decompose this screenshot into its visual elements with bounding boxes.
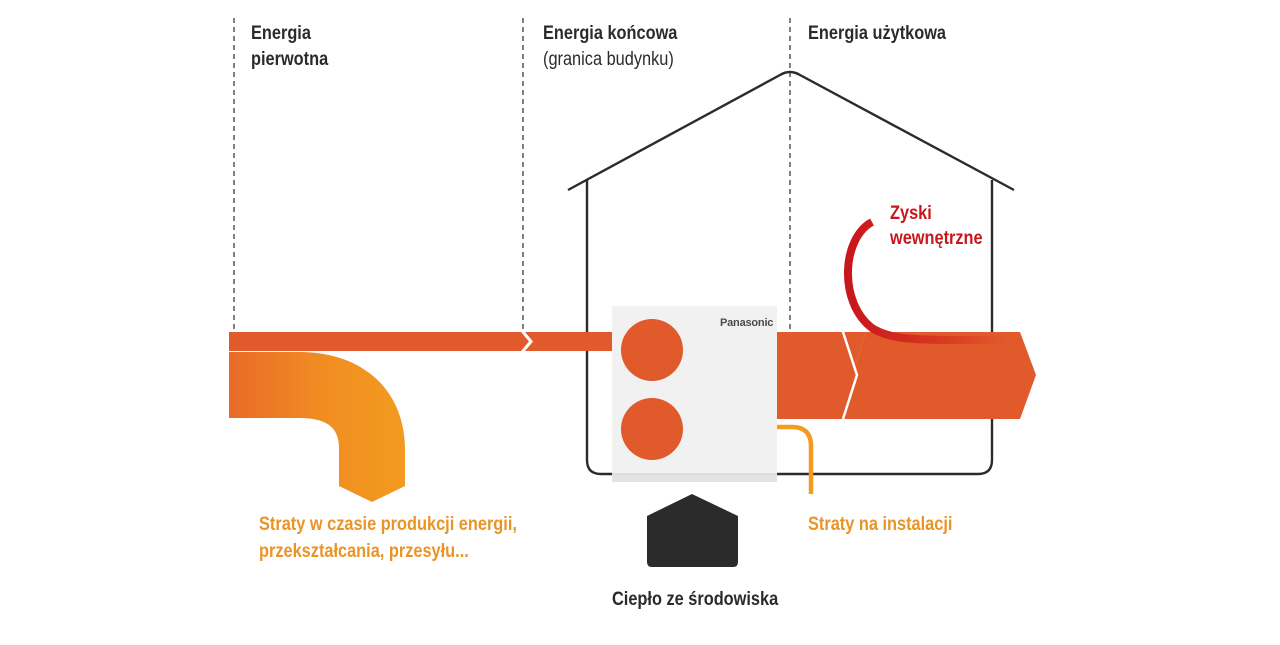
installation-losses-label: Straty na instalacji bbox=[808, 514, 953, 535]
heat-pump-fan-top bbox=[621, 319, 683, 381]
heat-pump-fan-bottom bbox=[621, 398, 683, 460]
ambient-heat-label: Ciepło ze środowiska bbox=[612, 589, 779, 610]
house-walls bbox=[585, 180, 994, 476]
chevron-gap bbox=[841, 331, 859, 420]
useful-energy-flow-segment bbox=[777, 332, 859, 419]
flow-chevron-1 bbox=[521, 332, 529, 351]
useful-energy-label: Energia użytkowa bbox=[808, 23, 947, 44]
final-energy-label-line1: Energia końcowa bbox=[543, 23, 678, 44]
primary-energy-label-line1: Energia bbox=[251, 23, 311, 44]
internal-gains-label-line2: wewnętrzne bbox=[890, 228, 983, 249]
heat-pump-brand: Panasonic bbox=[720, 317, 774, 329]
production-losses-label-line2: przekształcania, przesyłu... bbox=[259, 541, 469, 562]
heat-pump-unit bbox=[612, 306, 777, 482]
installation-loss-pipe bbox=[776, 424, 814, 494]
house-roof bbox=[567, 70, 1015, 192]
flow-chevron-2 bbox=[838, 332, 866, 419]
production-losses-label-line1: Straty w czasie produkcji energii, bbox=[259, 514, 517, 535]
useful-energy-flow-arrow bbox=[838, 332, 1036, 419]
production-losses-arrow bbox=[229, 352, 405, 502]
internal-gains-arrow bbox=[844, 218, 1005, 344]
primary-energy-label-line2: pierwotna bbox=[251, 49, 329, 70]
ambient-heat-block bbox=[647, 494, 738, 567]
final-energy-label-line2: (granica budynku) bbox=[543, 49, 674, 70]
final-energy-flow bbox=[525, 332, 612, 351]
internal-gains-label-line1: Zyski bbox=[890, 203, 932, 224]
primary-energy-flow bbox=[229, 332, 521, 351]
